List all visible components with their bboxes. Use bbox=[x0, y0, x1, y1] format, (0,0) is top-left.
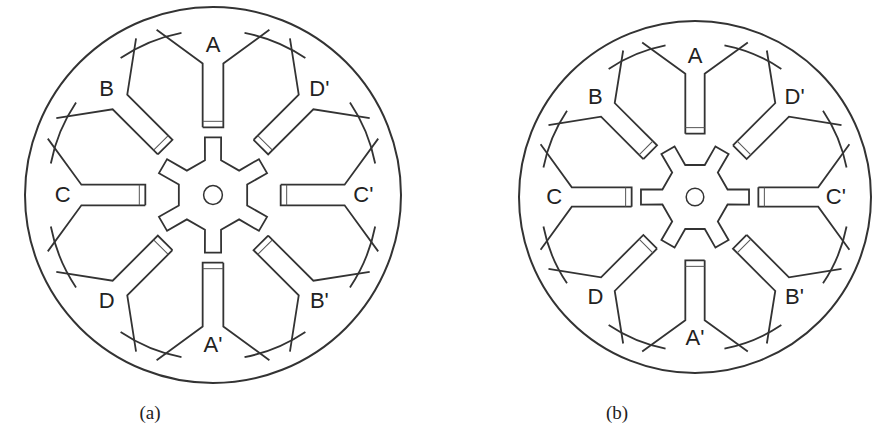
rotor bbox=[159, 137, 267, 252]
stator-yoke bbox=[350, 103, 375, 164]
pole-label: C bbox=[54, 184, 72, 206]
pole-label: D' bbox=[784, 86, 806, 108]
pole-label: A bbox=[205, 34, 222, 56]
stepper-motor bbox=[25, 7, 401, 383]
pole-label: A' bbox=[203, 334, 224, 356]
stator-yoke bbox=[121, 332, 182, 357]
stator-pole bbox=[758, 144, 849, 250]
pole-label: D bbox=[586, 286, 604, 308]
stator-yoke bbox=[823, 226, 847, 283]
stator-yoke bbox=[245, 33, 306, 58]
stator-yoke bbox=[350, 227, 375, 288]
pole-label: D' bbox=[308, 78, 330, 100]
stator-yoke bbox=[609, 325, 666, 349]
pole-label: B' bbox=[784, 286, 805, 308]
stator-frame bbox=[25, 7, 401, 383]
pole-label: C bbox=[545, 186, 563, 208]
stator-yoke bbox=[609, 45, 666, 69]
stator-yoke bbox=[823, 111, 847, 168]
stator-pole bbox=[56, 203, 205, 352]
pole-label: B' bbox=[309, 290, 330, 312]
pole-label: D bbox=[98, 290, 116, 312]
stator-pole bbox=[548, 50, 687, 189]
pole-label: C' bbox=[825, 186, 847, 208]
stator-pole bbox=[642, 260, 748, 351]
pole-label: B bbox=[98, 78, 115, 100]
stator-yoke bbox=[543, 111, 567, 168]
stator-yoke bbox=[121, 33, 182, 58]
shaft bbox=[204, 186, 223, 205]
stator-yoke bbox=[724, 325, 781, 349]
shaft bbox=[686, 188, 704, 206]
rotor bbox=[641, 146, 749, 247]
stator-pole bbox=[221, 38, 370, 187]
stator-yoke bbox=[543, 226, 567, 283]
pole-label: A bbox=[687, 45, 704, 67]
stator-pole bbox=[702, 204, 841, 343]
stator-pole bbox=[642, 43, 748, 134]
stator-pole bbox=[56, 38, 205, 187]
pole-label: B bbox=[587, 86, 604, 108]
stepper-motor bbox=[519, 21, 871, 373]
stator-pole bbox=[157, 30, 270, 128]
stator-yoke bbox=[51, 227, 76, 288]
stator-pole bbox=[221, 203, 370, 352]
stator-pole bbox=[281, 139, 379, 252]
stator-pole bbox=[157, 263, 270, 361]
stator-yoke bbox=[245, 332, 306, 357]
stator-pole bbox=[48, 139, 146, 252]
pole-label: C' bbox=[352, 184, 374, 206]
figure-caption: (b) bbox=[605, 403, 629, 422]
figure-caption: (a) bbox=[138, 403, 161, 422]
stator-pole bbox=[548, 204, 687, 343]
stator-yoke bbox=[51, 103, 76, 164]
stator-frame bbox=[519, 21, 871, 373]
stator-pole bbox=[541, 144, 632, 250]
stator-yoke bbox=[724, 45, 781, 69]
stator-pole bbox=[702, 50, 841, 189]
pole-label: A' bbox=[685, 327, 706, 349]
